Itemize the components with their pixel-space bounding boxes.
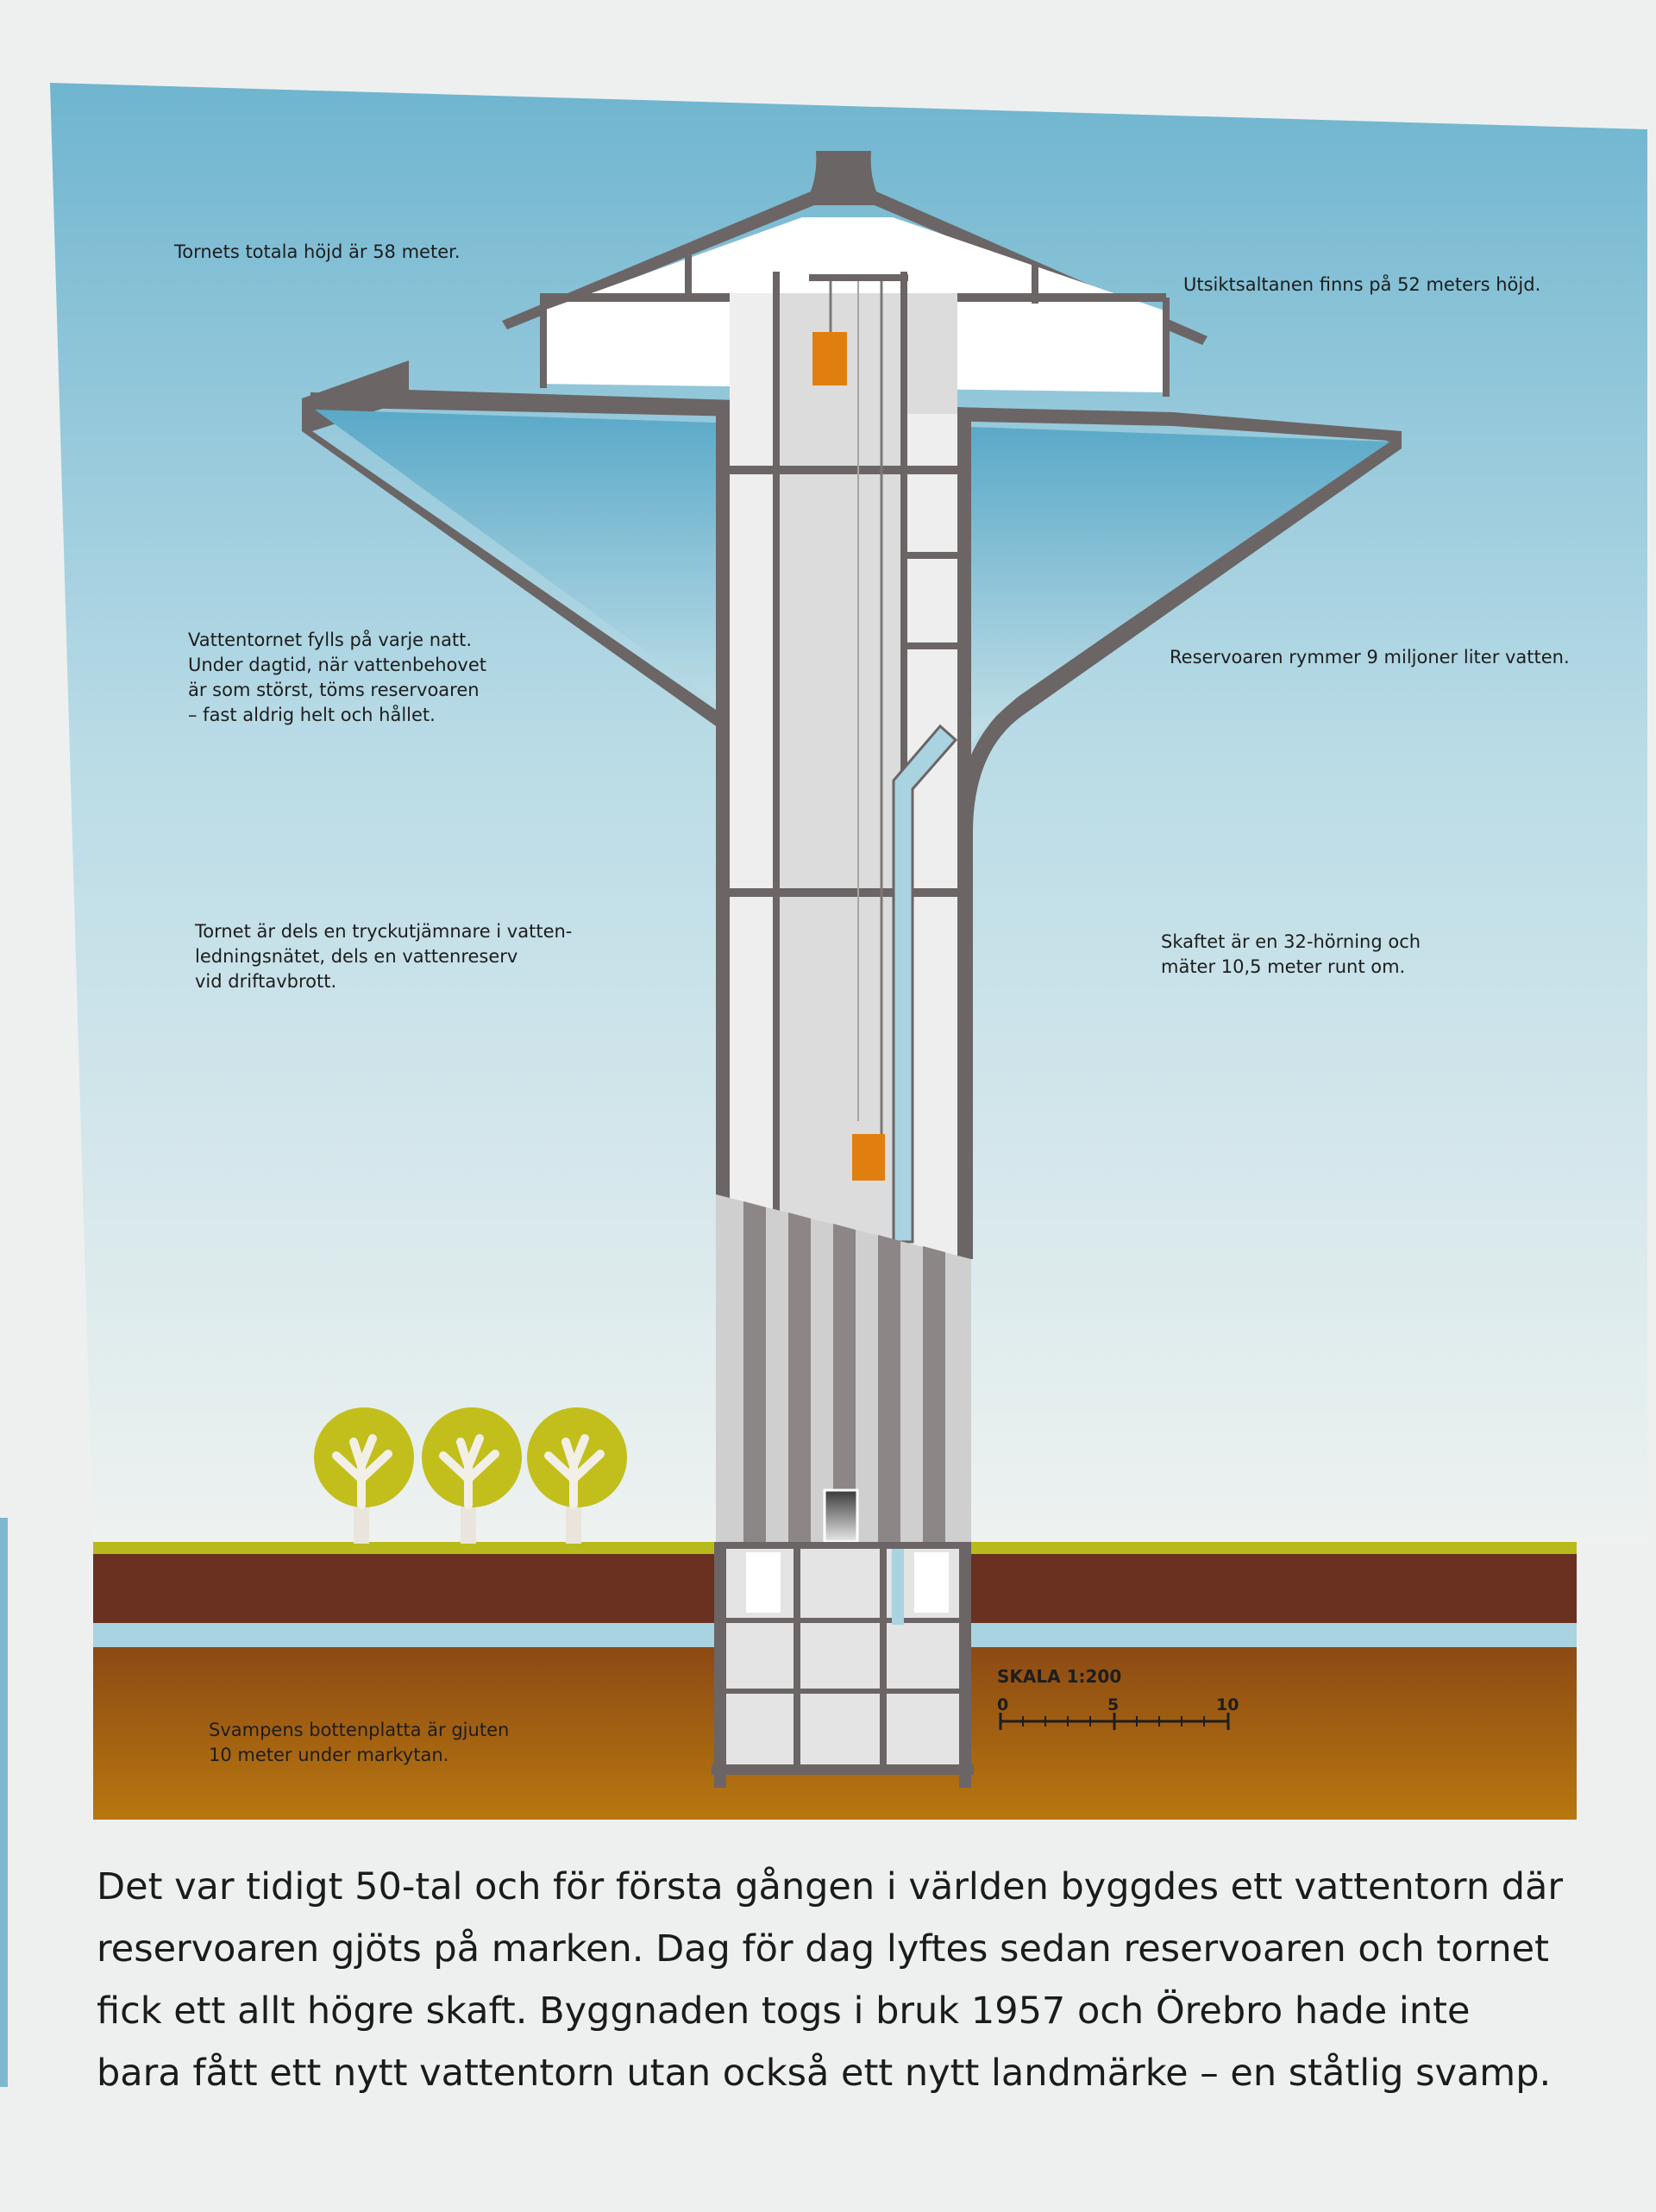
annotation-foundation: Svampens bottenplatta är gjuten 10 meter…: [209, 1720, 510, 1765]
scale-legend: SKALA 1:200 0 5 10: [997, 1666, 1247, 1735]
caption-paragraph: Det var tidigt 50-tal och för första gån…: [97, 1865, 1564, 2095]
foundation-beam-top: [726, 1542, 959, 1549]
reservoir-water-right: [944, 426, 1390, 759]
shaft-floor-4: [730, 888, 957, 897]
foundation-wall-right: [959, 1542, 971, 1788]
reservoir-water-left: [315, 410, 766, 742]
foundation-wall-left: [714, 1542, 726, 1788]
scale-title: SKALA 1:200: [997, 1666, 1122, 1687]
lower-shaft-stripes: [716, 1194, 971, 1544]
lift-car-lower: [852, 1134, 885, 1181]
shaft-floor-3: [904, 642, 957, 649]
deck-wall-right: [1163, 298, 1170, 397]
annotation-shaft-shape: Skaftet är en 32-hörning och mäter 10,5 …: [1161, 931, 1421, 977]
foundation-slab: [712, 1764, 974, 1775]
scale-tick-5: 5: [1107, 1695, 1120, 1714]
tree-2: [422, 1407, 522, 1544]
annotation-fills-nightly: Vattentornet fylls på varje natt. Under …: [188, 630, 486, 725]
tree-3: [527, 1407, 627, 1544]
entrance-door: [823, 1488, 859, 1544]
lift-car-upper: [812, 332, 847, 385]
foundation-pipe: [892, 1549, 904, 1625]
annotation-reservoir-capacity: Reservoaren rymmer 9 miljoner liter vatt…: [1170, 647, 1570, 667]
shaft-floor-2: [904, 552, 957, 559]
foundation-beam-lower: [726, 1689, 959, 1694]
foundation-room-1: [746, 1552, 781, 1613]
foundation-beam-mid: [726, 1618, 959, 1623]
scale-bar: [999, 1713, 1230, 1730]
adjacent-panel-edge: [0, 1518, 8, 2087]
shaft-floor-1: [730, 466, 957, 474]
deck-wall-left: [540, 293, 547, 388]
tree-1: [314, 1407, 414, 1544]
annotation-pressure-equalizer: Tornet är dels en tryckutjämnare i vatte…: [195, 921, 573, 992]
lift-rail-right: [900, 272, 907, 1229]
foundation-column-2: [880, 1542, 887, 1768]
foundation-room-2: [914, 1552, 949, 1613]
foundation-column-1: [794, 1542, 800, 1768]
deck-strut-right: [1032, 264, 1038, 304]
lift-rail-left: [773, 272, 780, 1229]
scale-tick-0: 0: [997, 1695, 1009, 1714]
scale-tick-10: 10: [1216, 1695, 1239, 1714]
deck-strut-left: [685, 255, 692, 298]
annotation-total-height: Tornets totala höjd är 58 meter.: [174, 241, 461, 262]
lift-top-beam: [809, 274, 908, 281]
observation-roof: [502, 151, 1208, 345]
annotation-viewing-deck: Utsiktsaltanen finns på 52 meters höjd.: [1183, 274, 1541, 295]
